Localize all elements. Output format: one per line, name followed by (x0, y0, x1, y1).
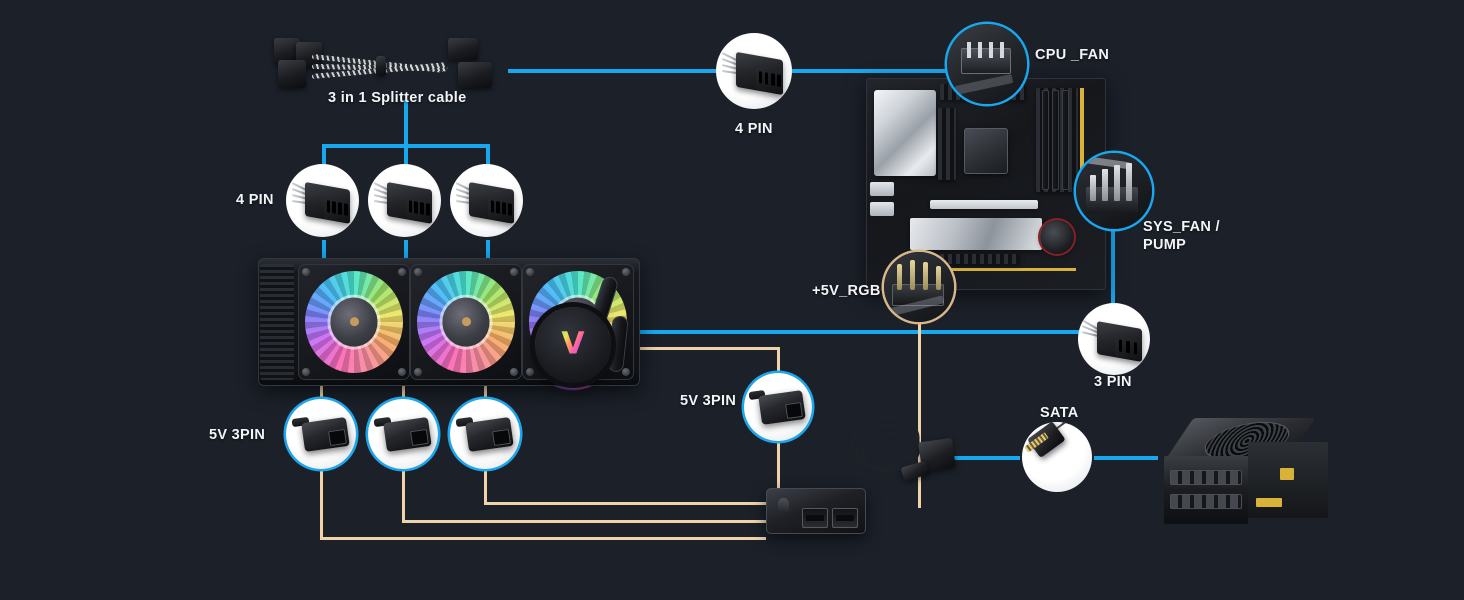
bubble-fan-argb-1 (286, 399, 356, 469)
splitter-head-1 (274, 38, 300, 64)
argb-header-zoom (884, 252, 954, 322)
argb-line-fan3-right (484, 502, 768, 505)
argb-line-fan2-drop (402, 376, 405, 402)
pump-head: V (528, 300, 618, 390)
connector-4pin-fan2 (368, 164, 441, 237)
connector-4pin-fan1 (286, 164, 359, 237)
line-splitter-to-4pin (508, 69, 716, 73)
line-4pin1-to-fan (322, 240, 326, 268)
bubble-pump-argb (744, 373, 812, 441)
hub-port-2 (832, 508, 858, 528)
label-5v-3pin-group: 5V 3PIN (209, 427, 266, 443)
connector-4pin-fan3 (450, 164, 523, 237)
radiator-fins (260, 264, 294, 380)
pump-logo: V (561, 326, 585, 362)
line-3pin-to-sysfan (1111, 216, 1115, 308)
connector-sata-graphic (1022, 422, 1070, 460)
argb-line-fan1-down (320, 466, 323, 539)
line-bracket-mid (404, 144, 408, 170)
bubble-fan-4pin-2 (368, 164, 441, 237)
psu-modular-row-2 (1170, 494, 1242, 509)
label-5v-3pin-single: 5V 3PIN (680, 393, 737, 409)
hub-port-1 (802, 508, 828, 528)
line-4pin3-to-fan (486, 240, 490, 268)
bubble-fan-4pin-1 (286, 164, 359, 237)
bubble-fan-argb-3 (450, 399, 520, 469)
argb-line-pump-out (612, 347, 780, 350)
splitter-cable (272, 36, 512, 96)
dimm-slot-1 (1042, 90, 1049, 190)
connector-argb-fan2 (368, 399, 438, 469)
argb-line-pump-down (777, 347, 780, 375)
pcb-edge-trace-top (1080, 88, 1084, 178)
label-4pin-cpu: 4 PIN (735, 121, 773, 137)
bubble-cpu-fan-header (947, 24, 1027, 104)
argb-line-fan2-right (402, 520, 766, 523)
splitter-tail-plug-2 (458, 62, 492, 88)
chipset-fan (1040, 220, 1074, 254)
connector-4pin-graphic (716, 33, 792, 109)
bubble-sata (1022, 422, 1092, 492)
rear-io-port-2 (870, 202, 894, 216)
argb-splitter-hub (766, 488, 866, 534)
bubble-5v-rgb-header (884, 252, 954, 322)
hub-button[interactable] (778, 498, 789, 513)
argb-line-fan1-right (320, 537, 766, 540)
line-hub-to-sata (952, 456, 1020, 460)
splitter-head-3 (278, 60, 306, 88)
bubble-sys-fan-header (1076, 153, 1152, 229)
label-cpu-fan: CPU _FAN (1035, 47, 1110, 63)
label-5v-rgb: +5V_RGB (812, 283, 881, 299)
bubble-fan-4pin-3 (450, 164, 523, 237)
psu-brand-badge (1256, 498, 1282, 507)
line-pump-to-3pin (612, 330, 1084, 334)
argb-line-fan1-drop (320, 376, 323, 402)
io-shroud (938, 108, 956, 180)
line-4pin-to-cpufan (792, 69, 954, 73)
connector-argb-fan1 (286, 399, 356, 469)
sata-power-cable (844, 408, 966, 512)
label-sata: SATA (1040, 405, 1079, 421)
label-4pin-group: 4 PIN (236, 192, 274, 208)
rear-io-port-1 (870, 182, 894, 196)
bubble-3pin (1078, 303, 1150, 375)
rgb-fan-2 (410, 264, 522, 380)
psu-front-panel (1164, 456, 1248, 524)
sys-fan-header-zoom (1076, 153, 1152, 229)
bottom-headers (900, 254, 1020, 264)
pcb-edge-trace-bottom (896, 268, 1076, 271)
cpu-fan-header-zoom (947, 24, 1027, 104)
argb-line-fan3-down (484, 466, 487, 504)
pcie-slot (930, 200, 1038, 209)
splitter-tail-plug-1 (448, 38, 478, 60)
motherboard (866, 78, 1106, 290)
connector-3pin-graphic (1078, 303, 1150, 375)
connector-argb-pump (744, 373, 812, 441)
rgb-fan-1 (298, 264, 410, 380)
argb-line-hub-to-header (918, 316, 921, 508)
line-4pin2-to-fan (404, 240, 408, 268)
argb-line-5v3pin-down (777, 438, 780, 496)
argb-line-fan2-down (402, 466, 405, 522)
bubble-4pin-cpu (716, 33, 792, 109)
splitter-tie (376, 56, 386, 76)
connector-argb-fan3 (450, 399, 520, 469)
label-sys-fan-pump: SYS_FAN / PUMP (1143, 219, 1220, 254)
argb-line-fan3-drop (484, 376, 487, 402)
psu-modular-row-1 (1170, 470, 1242, 485)
line-bracket-right (486, 144, 490, 170)
label-splitter-cable: 3 in 1 Splitter cable (328, 90, 467, 106)
line-bracket-left (322, 144, 326, 170)
dimm-slot-3 (1062, 90, 1069, 190)
psu-efficiency-badge (1280, 468, 1294, 480)
line-splitter-drop (404, 100, 408, 146)
cpu-socket (964, 128, 1008, 174)
line-sata-to-psu (1094, 456, 1158, 460)
m2-heatsink (910, 218, 1042, 250)
dimm-slot-2 (1052, 90, 1059, 190)
label-3pin: 3 PIN (1094, 374, 1132, 390)
power-supply (1162, 418, 1330, 528)
bubble-fan-argb-2 (368, 399, 438, 469)
vrm-heatsink-left (874, 90, 936, 176)
